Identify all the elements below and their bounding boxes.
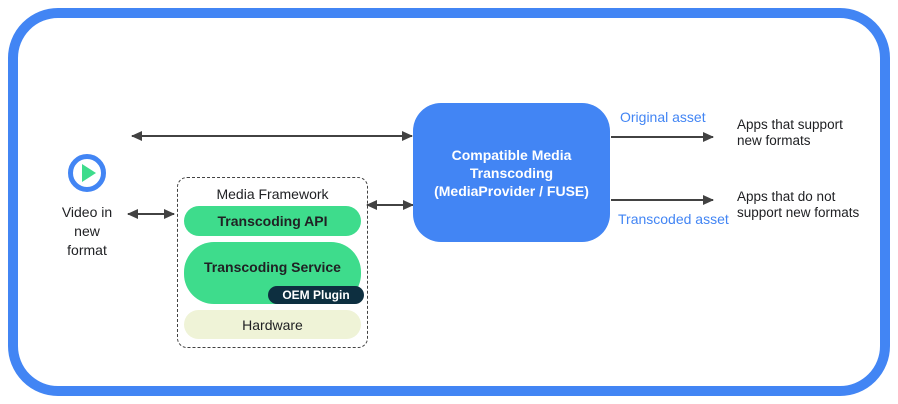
video-source-label: Video in new format	[61, 204, 113, 258]
arrowhead-right-icon	[703, 195, 714, 205]
arrowhead-left-icon	[127, 209, 138, 219]
arrowhead-right-icon	[402, 131, 413, 141]
video-play-icon	[68, 154, 106, 192]
arrowhead-right-icon	[164, 209, 175, 219]
arrowhead-right-icon	[703, 132, 714, 142]
arrowhead-left-icon	[366, 200, 377, 210]
arrowhead-right-icon	[403, 200, 414, 210]
transcoding-api-layer: Transcoding API	[184, 206, 361, 236]
apps-support-new-formats-label: Apps that support new formats	[737, 117, 843, 148]
arrow-transcoded-asset	[611, 195, 714, 205]
media-framework-box: Media Framework Transcoding API Transcod…	[177, 177, 368, 348]
original-asset-label: Original asset	[620, 109, 706, 125]
arrow-source-to-transcoder	[131, 131, 413, 141]
play-triangle-icon	[82, 164, 96, 182]
apps-not-support-new-formats-label: Apps that do not support new formats	[737, 189, 860, 220]
arrowhead-left-icon	[131, 131, 142, 141]
diagram-rounded-border	[8, 8, 890, 396]
hardware-layer: Hardware	[184, 310, 361, 339]
transcoded-asset-label: Transcoded asset	[618, 211, 729, 227]
arrow-framework-to-transcoder	[366, 200, 414, 210]
compatible-media-transcoding-box: Compatible Media Transcoding (MediaProvi…	[413, 103, 610, 242]
media-framework-title: Media Framework	[216, 186, 329, 202]
arrow-video-to-framework	[127, 209, 175, 219]
oem-plugin-badge: OEM Plugin	[268, 286, 364, 304]
arrow-original-asset	[611, 132, 714, 142]
